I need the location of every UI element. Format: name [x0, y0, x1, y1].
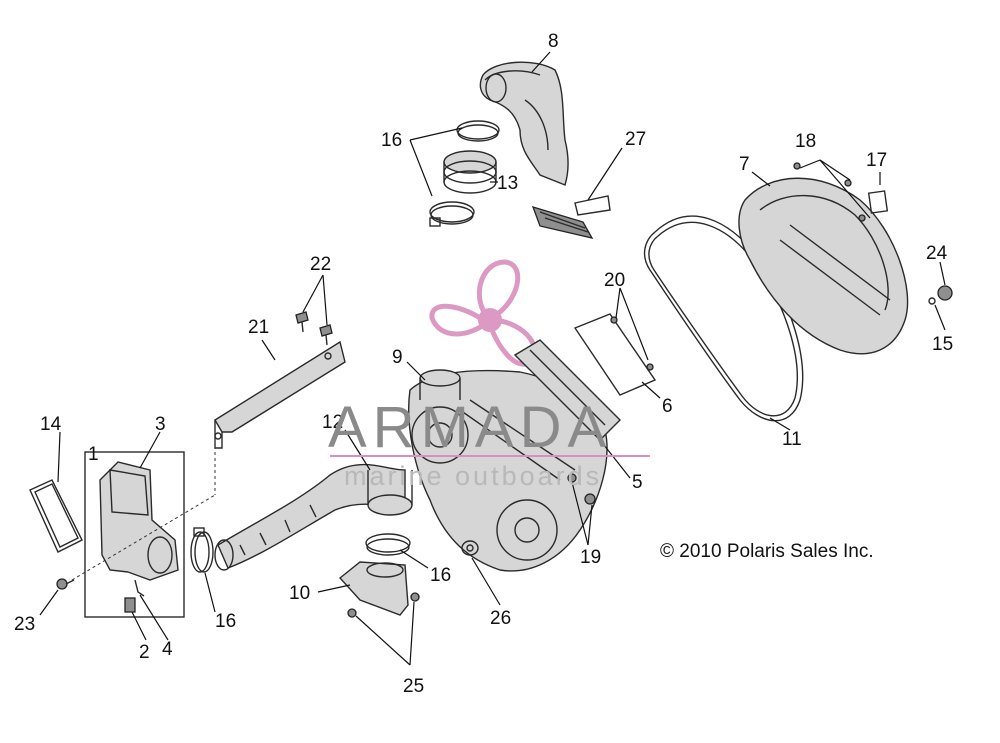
part-16-clamp-left	[190, 527, 214, 573]
callout-22: 22	[310, 254, 331, 275]
callout-16-lower: 16	[430, 565, 451, 586]
part-5-seal-plate	[513, 339, 621, 441]
callout-13: 13	[497, 173, 518, 194]
callout-16-left: 16	[215, 611, 236, 632]
callout-5: 5	[632, 472, 643, 493]
part-15-washer	[928, 297, 936, 305]
part-16-clamp-top	[456, 120, 500, 142]
callout-6: 6	[662, 396, 673, 417]
part-21-mounting-bracket	[214, 340, 346, 449]
part-16-clamp-lower	[365, 533, 411, 556]
watermark-tagline: marine outboards	[344, 461, 602, 491]
part-16-clamp-mid	[429, 201, 475, 227]
part-12-intake-hose	[214, 463, 413, 571]
leader-lines	[39, 51, 946, 666]
callout-4: 4	[162, 639, 173, 660]
callout-2: 2	[139, 642, 150, 663]
watermark-propeller-logo	[429, 259, 537, 367]
callout-7: 7	[739, 154, 750, 175]
callout-9: 9	[392, 347, 403, 368]
callout-21: 21	[248, 317, 269, 338]
part-2-drain-plug	[124, 597, 136, 613]
callout-17: 17	[866, 150, 887, 171]
part-14-filter-seal	[29, 479, 83, 553]
callout-1: 1	[88, 444, 99, 465]
part-19-bolts	[567, 473, 596, 505]
callout-11: 11	[782, 429, 802, 450]
part-23-screw	[56, 578, 75, 590]
callout-16-top: 16	[381, 130, 402, 151]
callout-14: 14	[40, 414, 62, 435]
callout-3: 3	[155, 414, 166, 435]
part-27-vent-bracket	[531, 195, 611, 239]
part-8-intake-duct	[479, 61, 569, 186]
part-13-coupler	[443, 150, 497, 194]
callout-12: 12	[322, 412, 343, 433]
callout-25: 25	[403, 676, 424, 697]
callout-15: 15	[932, 334, 953, 355]
part-24-nut	[937, 285, 953, 301]
callout-10: 10	[289, 583, 310, 604]
callout-20: 20	[604, 270, 625, 291]
part-7-outer-cover	[738, 177, 909, 355]
part-9-inner-cover	[408, 369, 608, 572]
part-4-drain-valve	[134, 579, 145, 597]
part-3-airbox	[99, 461, 179, 581]
part-26-washer	[461, 540, 479, 556]
copyright-notice: © 2010 Polaris Sales Inc.	[660, 541, 874, 562]
callout-18: 18	[795, 131, 816, 152]
callout-26: 26	[490, 608, 511, 629]
part-17-label	[867, 190, 889, 214]
watermark-brand: ARMADA	[328, 395, 612, 460]
part-22-bolts	[295, 311, 333, 346]
part-25-fasteners	[347, 592, 420, 618]
part-20-cover-plate	[573, 313, 657, 396]
assembly-dash-line-23	[71, 494, 216, 581]
callout-19: 19	[580, 547, 601, 568]
part-18-screws	[793, 162, 866, 222]
callout-23: 23	[14, 614, 35, 635]
part-10-lower-duct	[338, 561, 409, 616]
callout-8: 8	[548, 31, 559, 52]
callout-24: 24	[926, 243, 948, 264]
callout-27: 27	[625, 129, 646, 150]
